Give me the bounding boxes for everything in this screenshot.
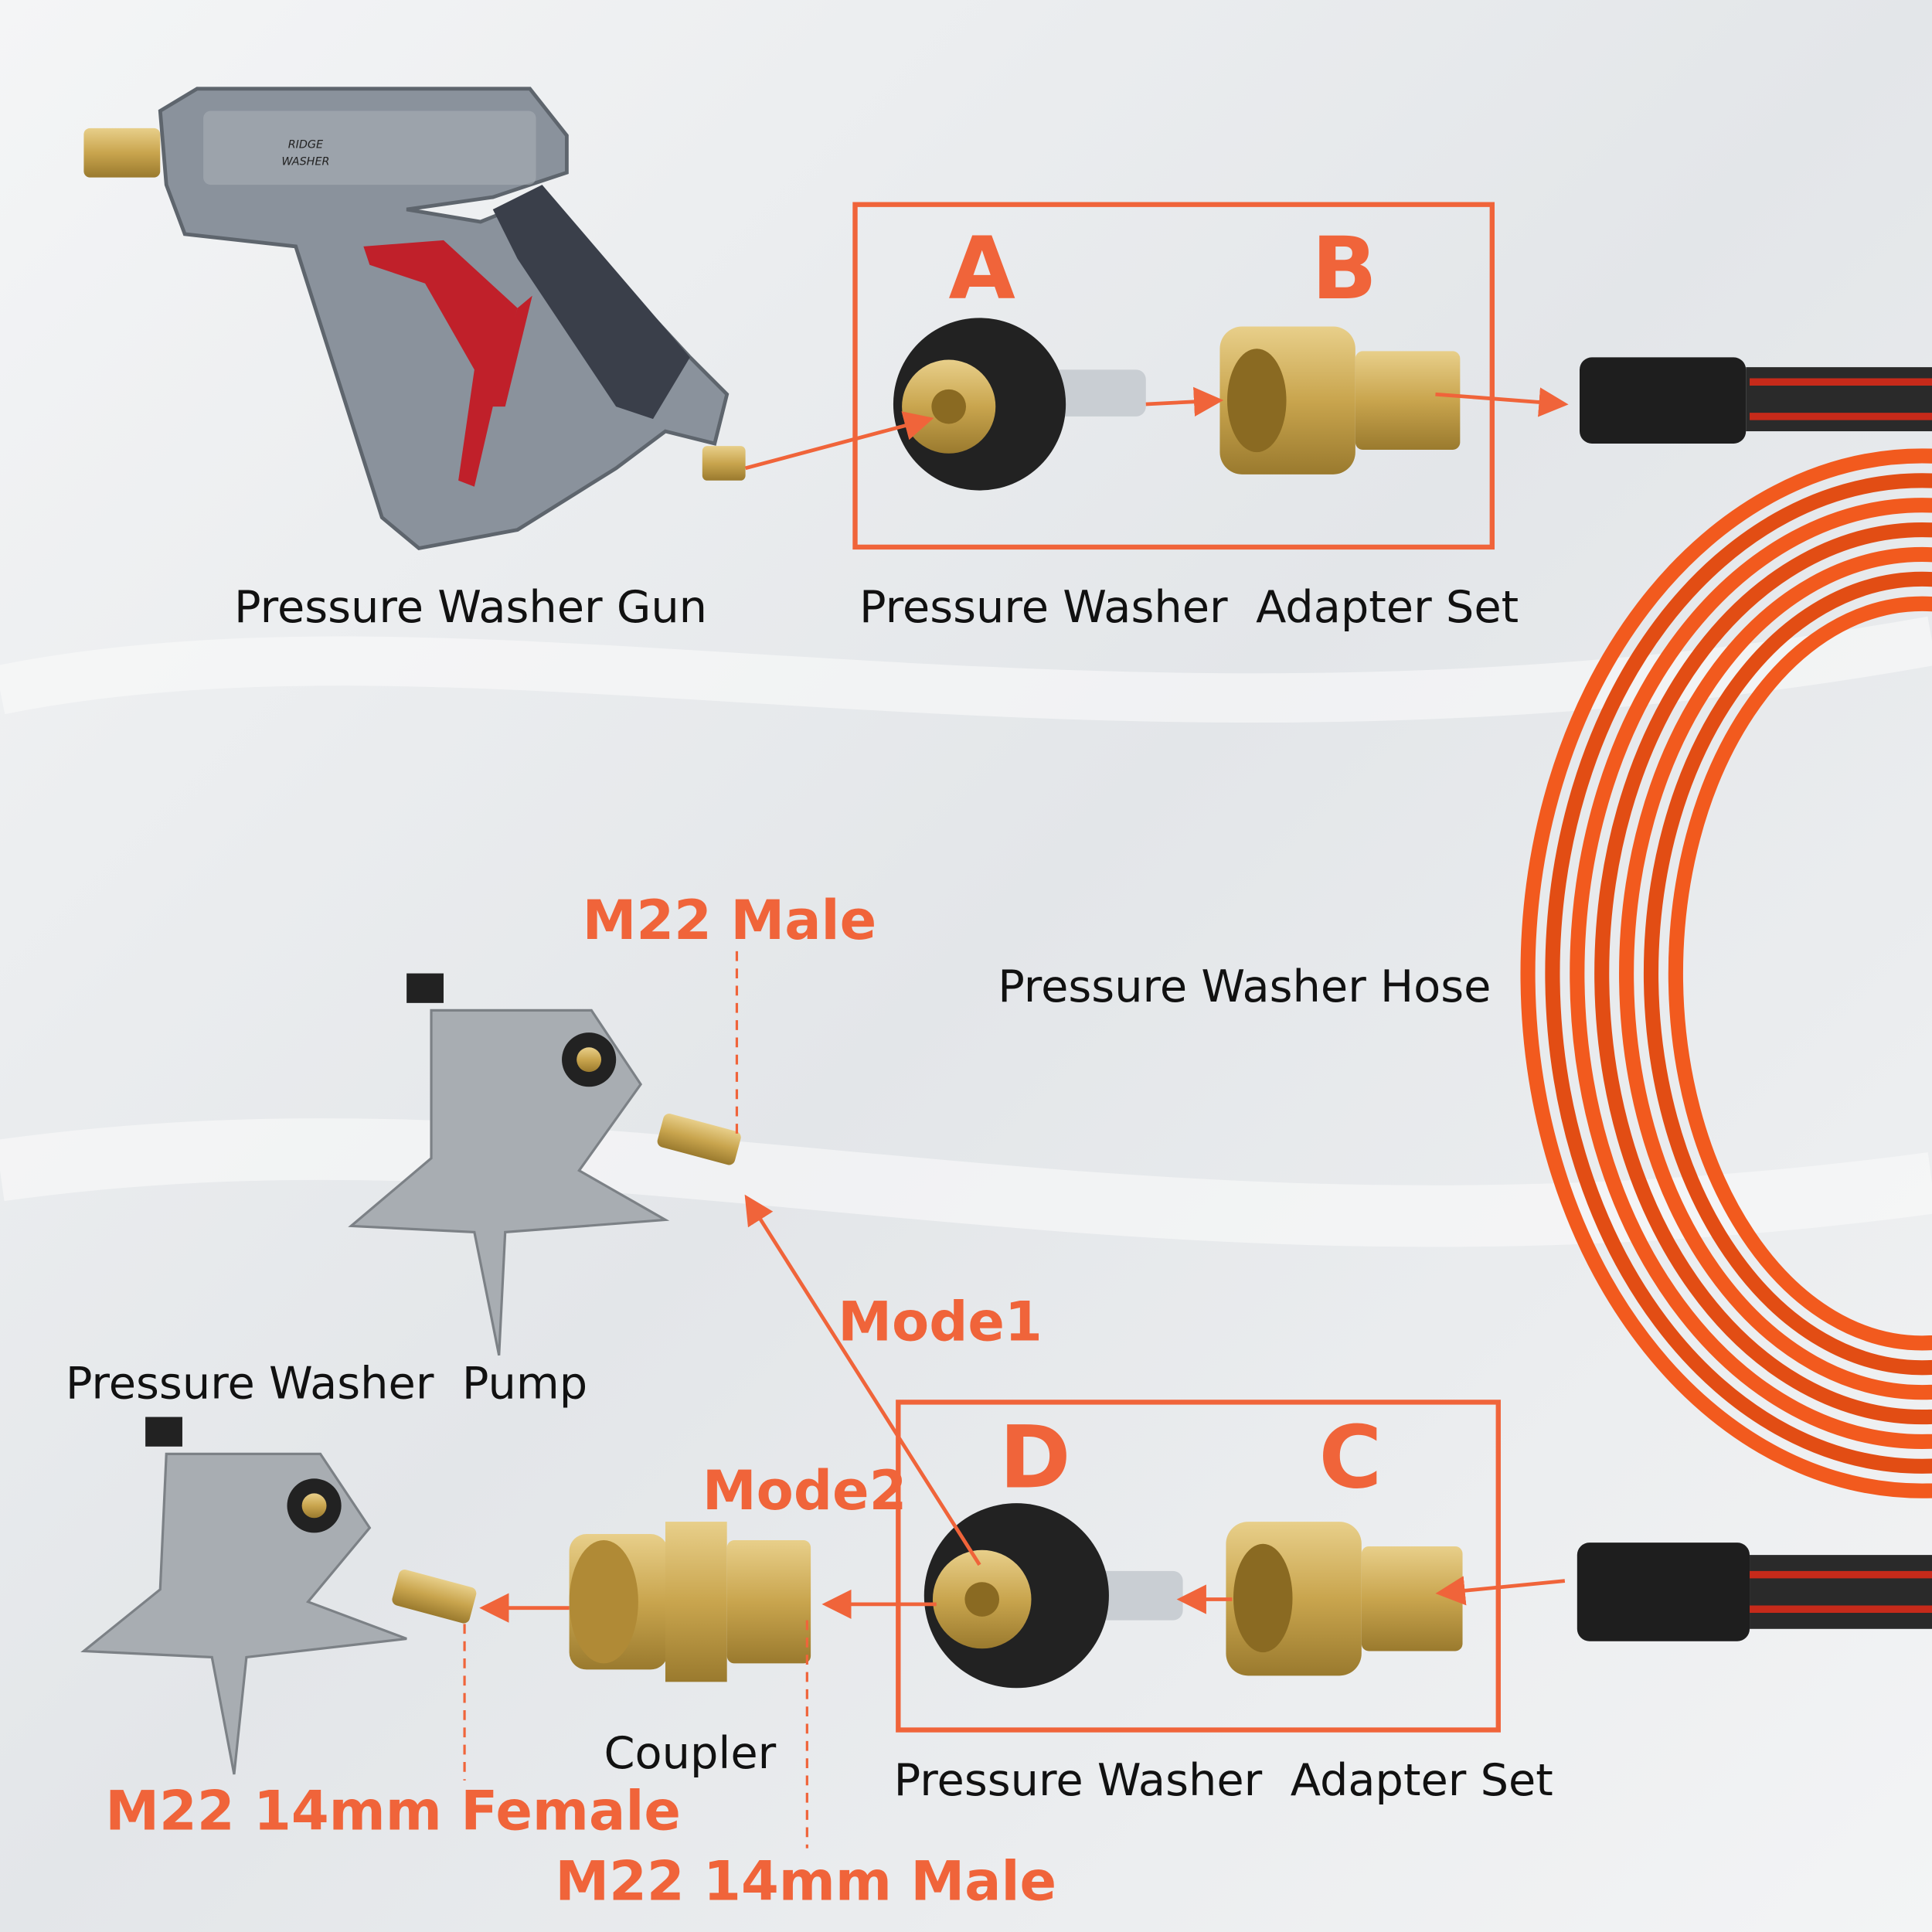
callout-d: D	[999, 1407, 1071, 1508]
callout-m22-14mm-female: M22 14mm Female	[105, 1780, 681, 1843]
callout-mode1: Mode1	[838, 1291, 1043, 1354]
adapter-set-top-box	[852, 202, 1495, 550]
gun-logo-ridge: RIDGE	[288, 138, 324, 151]
connection-arrows-bottom	[479, 1194, 1566, 1623]
callout-mode2: Mode2	[702, 1459, 907, 1522]
connection-arrows-top	[744, 386, 1569, 471]
callout-m22-male: M22 Male	[583, 889, 877, 952]
label-coupler: Coupler	[604, 1727, 776, 1779]
adapter-a-image	[893, 318, 1146, 491]
gun-logo-washer: WASHER	[281, 156, 329, 168]
pressure-washer-pump-image-top	[348, 973, 741, 1356]
pressure-washer-pump-image-bottom	[80, 1417, 477, 1775]
callout-m22-14mm-male: M22 14mm Male	[555, 1850, 1056, 1913]
label-adapter-set-bottom: Pressure Washer Adapter Set	[894, 1754, 1553, 1806]
hose-end-fitting-bottom	[1577, 1543, 1932, 1641]
callout-b: B	[1311, 219, 1377, 319]
label-pressure-washer-hose: Pressure Washer Hose	[998, 961, 1491, 1012]
callout-a: A	[949, 219, 1015, 319]
label-adapter-set-top: Pressure Washer Adapter Set	[859, 581, 1519, 633]
pressure-washer-hose-image	[1520, 448, 1932, 1498]
adapter-set-bottom-box	[896, 1400, 1501, 1733]
callout-c: C	[1318, 1407, 1382, 1508]
adapter-c-image	[1226, 1522, 1463, 1676]
adapter-b-image	[1219, 326, 1461, 474]
label-pressure-washer-gun: Pressure Washer Gun	[234, 581, 707, 633]
hose-end-fitting-top	[1580, 357, 1932, 444]
dimension-guide-lines	[463, 951, 808, 1849]
pressure-washer-gun-image: RIDGE WASHER	[83, 87, 746, 551]
label-pressure-washer-pump: Pressure Washer Pump	[66, 1358, 587, 1410]
coupler-image	[569, 1522, 811, 1682]
